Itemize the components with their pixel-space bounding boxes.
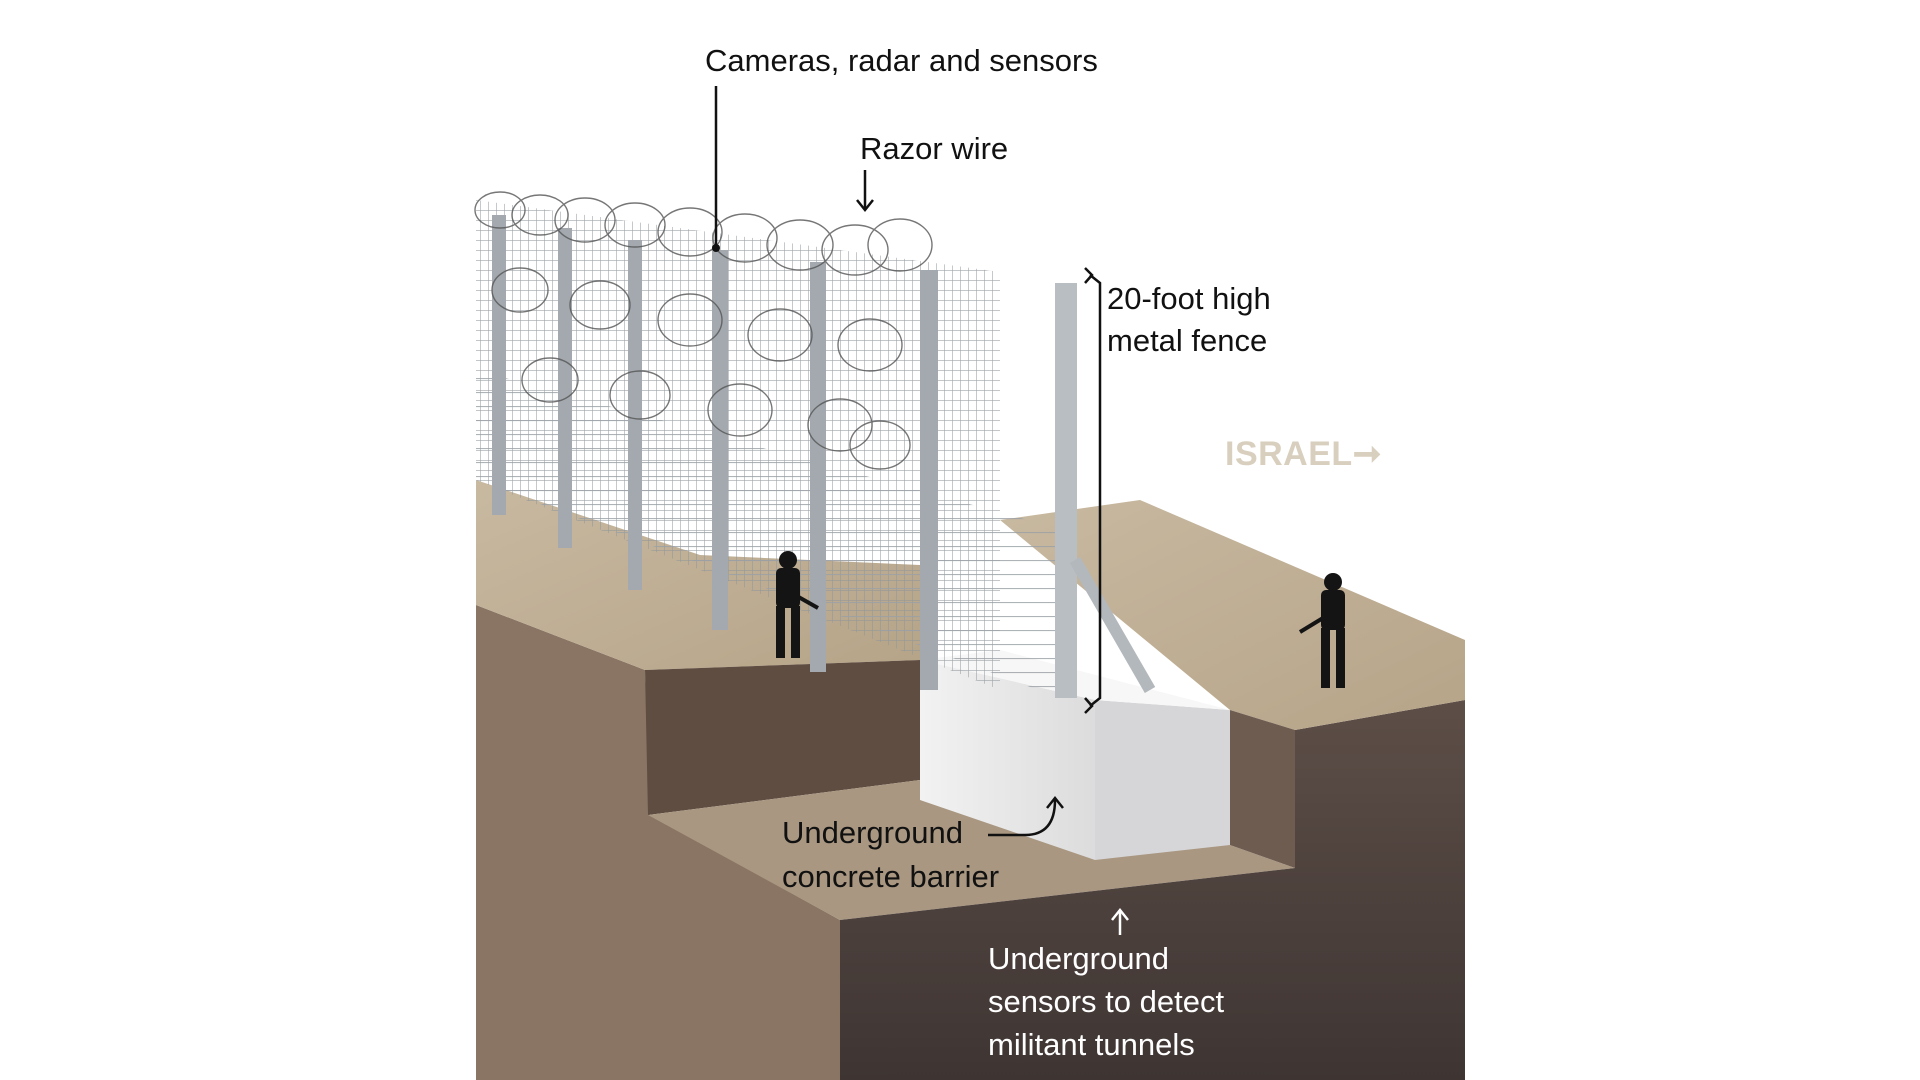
- israel-label-text: ISRAEL: [1225, 435, 1353, 473]
- cameras-radar-sensors-label: Cameras, radar and sensors: [705, 40, 1098, 82]
- razor-wire-label: Razor wire: [860, 128, 1008, 170]
- fence-height-label-line1: 20-foot high: [1107, 278, 1271, 320]
- fence-height-label-line2: metal fence: [1107, 320, 1267, 362]
- trench-right-wall: [1230, 710, 1295, 868]
- concrete-barrier-side: [1095, 700, 1230, 860]
- camera-point-marker: [712, 244, 720, 252]
- israel-label: ISRAEL➞: [1225, 433, 1382, 475]
- fence-front-post: [1055, 283, 1077, 698]
- arrow-right-icon: ➞: [1353, 435, 1382, 473]
- sensors-label-line3: militant tunnels: [988, 1024, 1195, 1066]
- sensors-label-line1: Underground: [988, 938, 1169, 980]
- sensors-label-line2: sensors to detect: [988, 981, 1224, 1023]
- fence-height-bracket: [1090, 275, 1100, 706]
- barrier-label-line1: Underground: [782, 812, 963, 854]
- barrier-label-line2: concrete barrier: [782, 856, 999, 898]
